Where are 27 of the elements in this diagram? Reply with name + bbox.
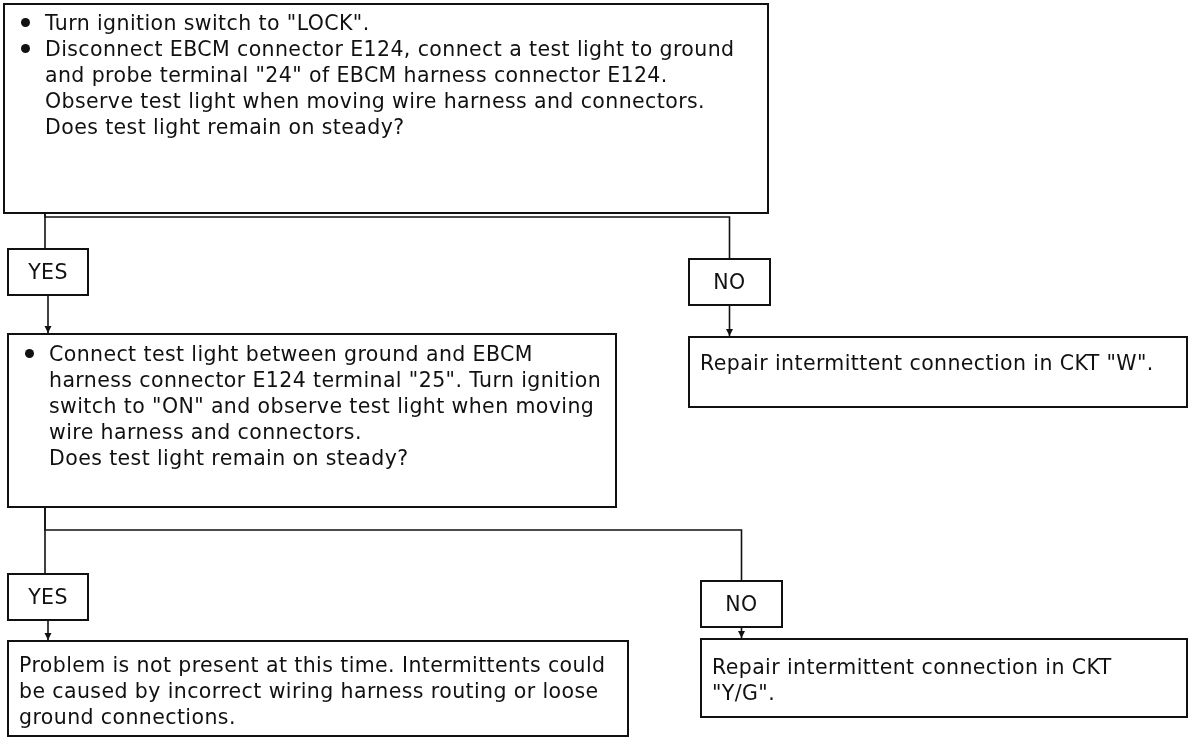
answer-label: YES (28, 260, 68, 284)
arrow (44, 620, 52, 641)
instruction-text: Connect test light between ground and EBCM harness connector E124 terminal "25". Turn ignition switch to "ON" and observe test light when moving wire harness and connectors. (49, 342, 602, 444)
answer-label: YES (28, 585, 68, 609)
answer-box (7, 248, 89, 296)
step-box (7, 333, 617, 508)
arrow (738, 627, 745, 639)
question-text: Does test light remain on steady? (45, 115, 405, 139)
question-text: Does test light remain on steady? (49, 446, 409, 470)
step-box (700, 638, 1188, 718)
answer-box (7, 573, 89, 621)
result-text: Repair intermittent connection in CKT "W". (700, 351, 1154, 375)
instruction-text: Turn ignition switch to "LOCK". (45, 11, 370, 35)
result-text: Problem is not present at this time. Intermittents could be caused by incorrect wiring harness routing or loose ground connections. (19, 653, 606, 729)
step-box (688, 336, 1188, 408)
connector-line (44, 213, 731, 259)
answer-box (688, 258, 771, 306)
arrow (726, 305, 733, 337)
answer-label: NO (725, 592, 758, 616)
result-text: Repair intermittent connection in CKT "Y/G". (712, 655, 1112, 705)
step-box (7, 640, 629, 737)
arrow (44, 295, 52, 334)
connector-line (44, 507, 743, 581)
answer-box (700, 580, 783, 628)
step-box (3, 3, 769, 214)
instruction-text: Disconnect EBCM connector E124, connect a test light to ground and probe terminal "24" of EBCM harness connector E124. Observe test light when moving wire harness and connectors. (45, 37, 735, 113)
answer-label: NO (713, 270, 746, 294)
